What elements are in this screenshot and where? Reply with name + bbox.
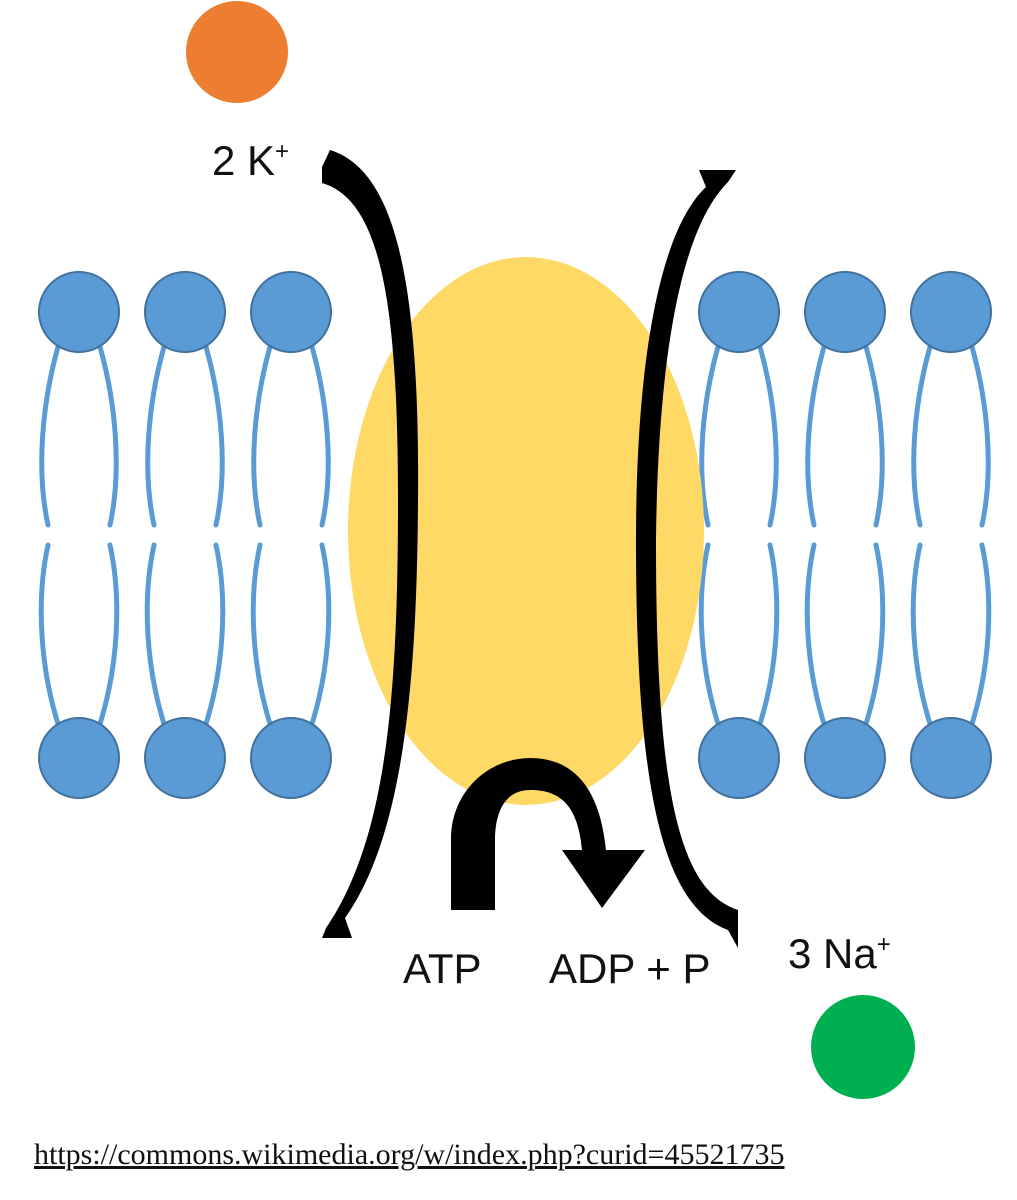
phospholipid-head	[910, 271, 992, 353]
phospholipid-head	[804, 717, 886, 799]
sodium-ion	[811, 995, 915, 1099]
lipid-tails-left	[38, 337, 332, 733]
pump-protein	[348, 257, 704, 805]
lipid-tails-right	[698, 337, 992, 733]
potassium-pathway-arrow	[322, 150, 419, 938]
sodium-charge: +	[877, 931, 891, 958]
atp-hydrolysis-arrow	[451, 758, 645, 910]
potassium-label: 2 K	[212, 137, 275, 184]
phospholipid-head	[250, 717, 332, 799]
source-link[interactable]: https://commons.wikimedia.org/w/index.ph…	[34, 1138, 785, 1171]
phospholipid-head	[804, 271, 886, 353]
svg-text:2 K+: 2 K+	[212, 137, 289, 184]
sodium-label: 3 Na	[788, 930, 877, 977]
phospholipid-head	[38, 271, 120, 353]
phospholipid-head	[698, 271, 780, 353]
phospholipid-heads-bottom	[38, 717, 992, 799]
potassium-ion	[186, 1, 288, 103]
phospholipid-head	[250, 271, 332, 353]
phospholipid-head	[910, 717, 992, 799]
adp-label: ADP + P	[549, 945, 710, 992]
sodium-pathway-arrow	[636, 170, 738, 948]
potassium-charge: +	[275, 138, 289, 165]
phospholipid-head	[144, 271, 226, 353]
phospholipid-heads-top	[38, 271, 992, 353]
phospholipid-head	[38, 717, 120, 799]
atp-label: ATP	[403, 945, 482, 992]
phospholipid-head	[144, 717, 226, 799]
phospholipid-head	[698, 717, 780, 799]
svg-text:3 Na+: 3 Na+	[788, 930, 891, 977]
